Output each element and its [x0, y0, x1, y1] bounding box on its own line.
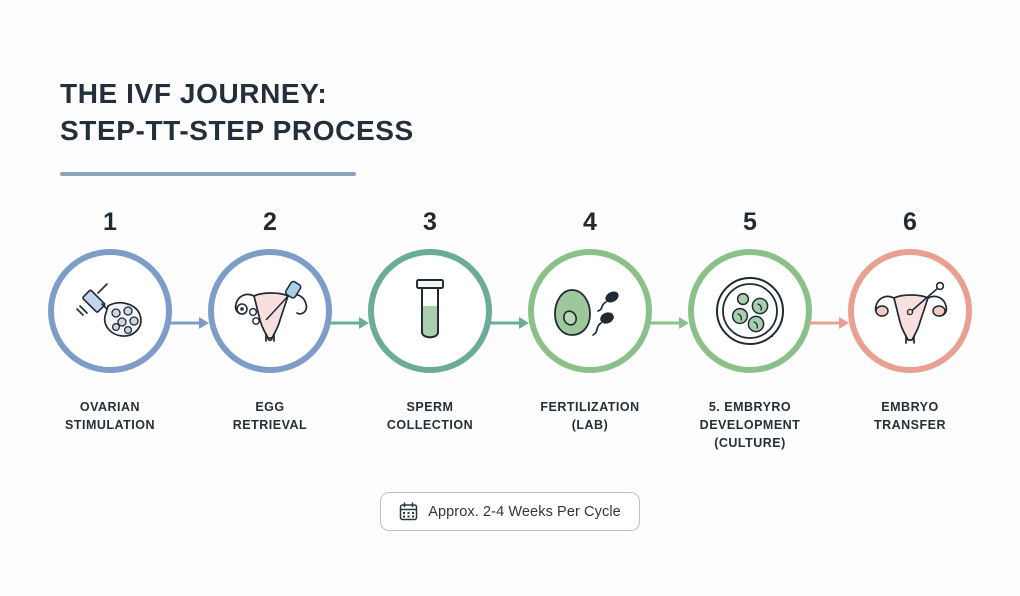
step-3: 3 SPERM COLLECTION: [362, 208, 529, 435]
arrow-5-to-6: [809, 316, 849, 330]
step-5: 5: [682, 208, 849, 452]
calendar-icon: [399, 502, 418, 521]
arrow-4-to-5: [649, 316, 689, 330]
step-4-label: FERTILIZATION (LAB): [540, 400, 640, 432]
step-6: 6: [842, 210, 978, 435]
petri-dish-embryos-icon: [712, 273, 788, 349]
step-4-circle: [528, 249, 652, 373]
step-6-circle: [848, 249, 972, 373]
steps-row: 1: [42, 210, 978, 452]
uterus-transfer-icon: [868, 276, 952, 346]
step-1-label: OVARIAN STIMULATION: [65, 400, 155, 432]
step-2-circle: [208, 249, 332, 373]
step-4-number: 4: [583, 208, 597, 236]
page-title-line-2: STEP-TT-STEP PROCESS: [60, 114, 414, 146]
test-tube-icon: [406, 274, 454, 348]
syringe-ovary-icon: [70, 280, 150, 342]
footer-badge-wrap: Approx. 2-4 Weeks Per Cycle: [0, 492, 1020, 531]
step-1: 1: [42, 208, 209, 435]
step-2-number: 2: [263, 208, 277, 236]
page-title-line-1: THE IVF JOURNEY:: [60, 78, 328, 109]
step-4: 4: [522, 208, 689, 435]
step-5-circle: [688, 249, 812, 373]
title-block: THE IVF JOURNEY: STEP-TT-STEP PROCESS: [60, 76, 414, 176]
step-1-circle: [48, 249, 172, 373]
step-2-label: EGG RETRIEVAL: [232, 400, 308, 432]
cycle-duration-text: Approx. 2-4 Weeks Per Cycle: [428, 503, 621, 520]
arrow-2-to-3: [329, 316, 369, 330]
step-6-label: EMBRYO TRANSFER: [873, 400, 947, 432]
uterus-needle-icon: [228, 278, 312, 344]
step-5-number: 5: [743, 208, 757, 236]
cycle-duration-badge: Approx. 2-4 Weeks Per Cycle: [380, 492, 640, 531]
arrow-1-to-2: [169, 316, 209, 330]
egg-sperm-icon: [550, 278, 630, 344]
step-3-label: SPERM COLLECTION: [386, 400, 474, 432]
step-5-label: 5. EMBRYRO DEVELOPMENT (CULTURE): [699, 400, 801, 450]
arrow-3-to-4: [489, 316, 529, 330]
step-2: 2: [202, 208, 369, 435]
step-3-number: 3: [423, 208, 437, 236]
step-3-circle: [368, 249, 492, 373]
title-divider: [60, 171, 356, 176]
step-1-number: 1: [103, 208, 117, 236]
step-6-number: 6: [903, 208, 917, 236]
